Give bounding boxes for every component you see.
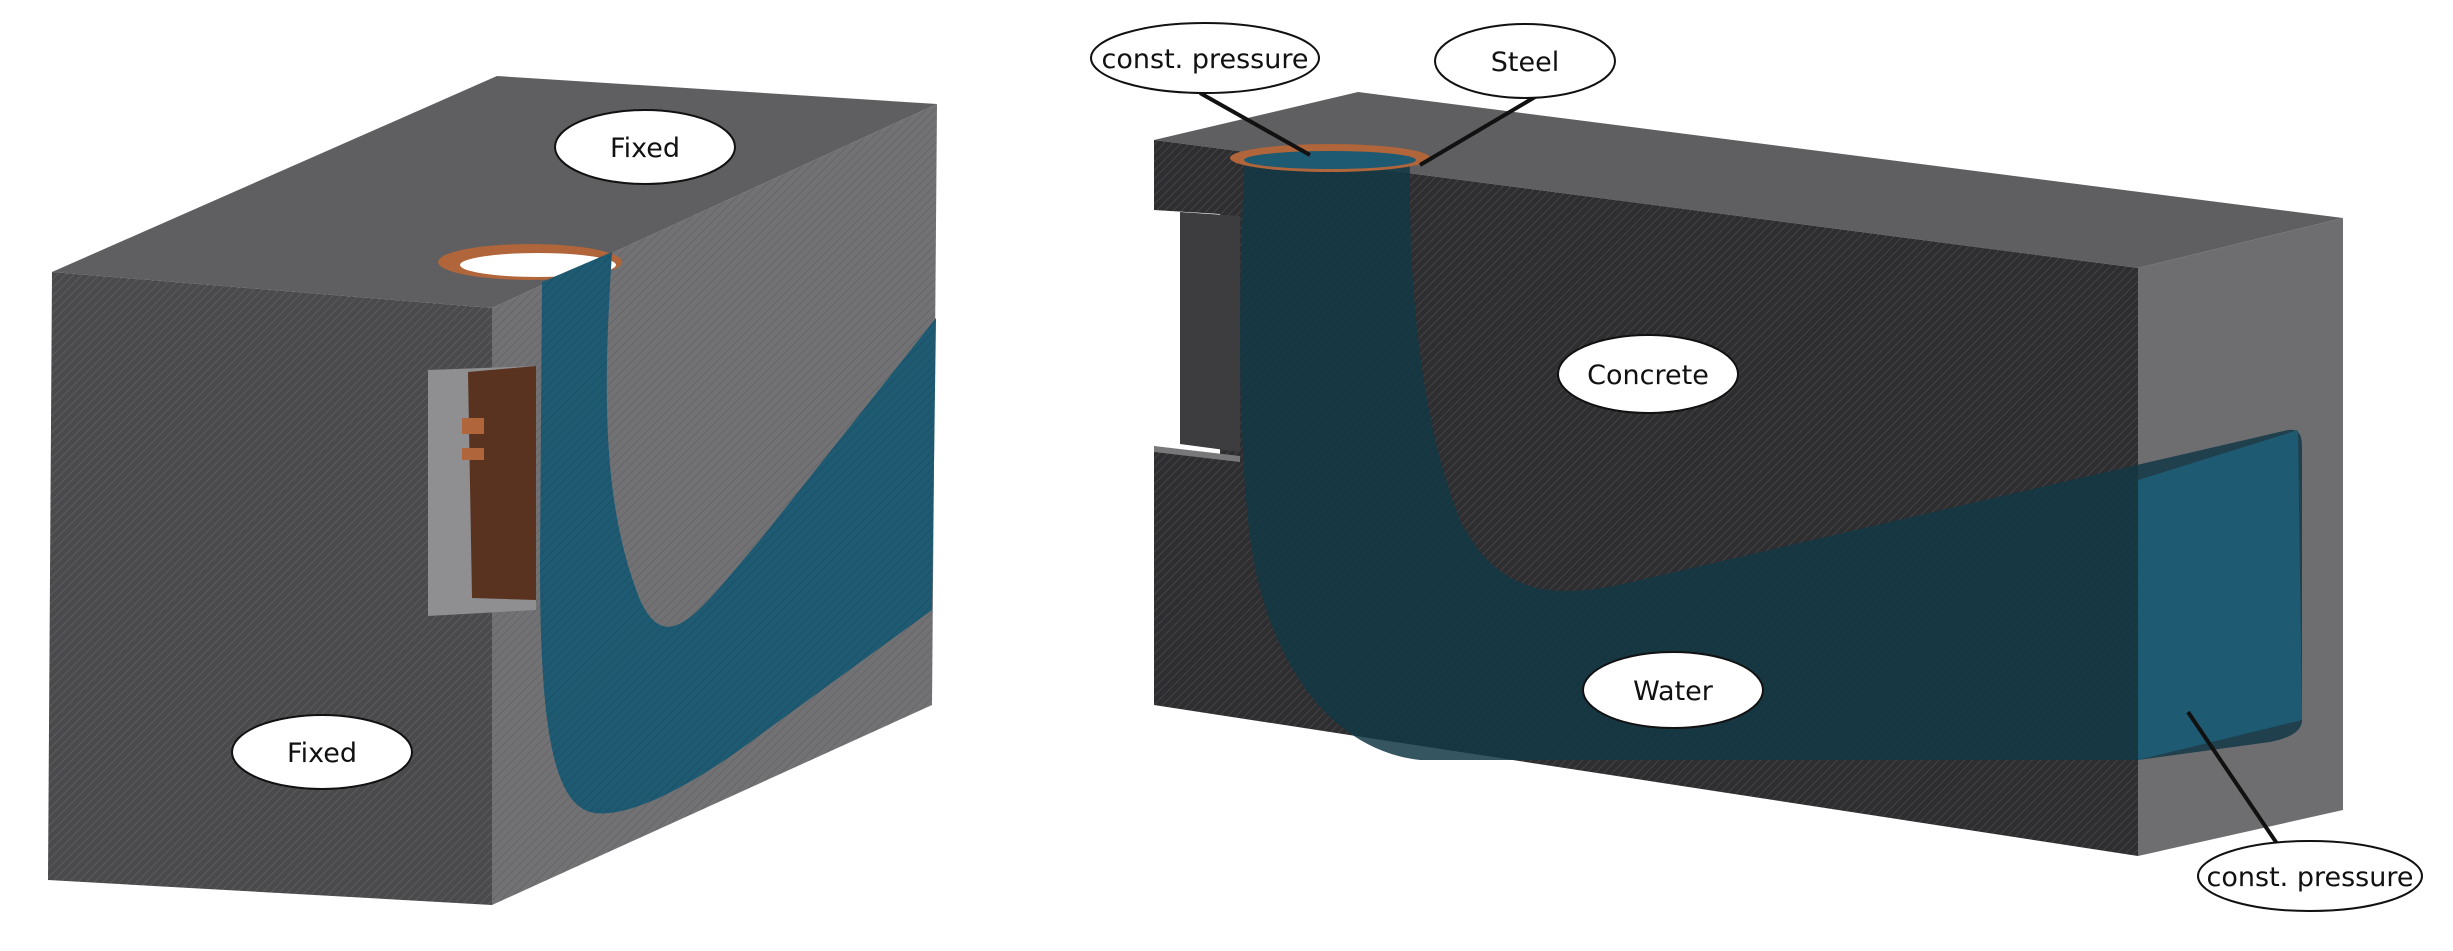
label-steel: Steel bbox=[1434, 23, 1616, 99]
leader-steel bbox=[1418, 95, 1537, 167]
svg-text:Water: Water bbox=[1633, 676, 1714, 707]
label-water: Water bbox=[1582, 651, 1764, 729]
svg-text:Concrete: Concrete bbox=[1587, 360, 1709, 391]
right-model bbox=[1154, 92, 2343, 856]
leader-const-pressure-outlet bbox=[2186, 710, 2282, 850]
svg-text:Fixed: Fixed bbox=[287, 738, 357, 769]
label-const-pressure-outlet: const. pressure bbox=[2197, 840, 2423, 912]
label-const-pressure-top: const. pressure bbox=[1090, 22, 1320, 94]
svg-text:const. pressure: const. pressure bbox=[2207, 862, 2414, 893]
label-fixed-top: Fixed bbox=[554, 109, 736, 185]
label-fixed-front: Fixed bbox=[231, 714, 413, 790]
right-water-body bbox=[1240, 152, 2302, 760]
svg-text:Steel: Steel bbox=[1491, 47, 1559, 78]
leader-const-pressure-top bbox=[1199, 91, 1311, 157]
leader-lines bbox=[1199, 91, 2282, 850]
svg-text:const. pressure: const. pressure bbox=[1102, 44, 1309, 75]
label-concrete: Concrete bbox=[1557, 334, 1739, 414]
right-water-outlet bbox=[2138, 430, 2302, 760]
left-model bbox=[48, 76, 937, 905]
right-top-face bbox=[1154, 92, 2343, 268]
svg-text:Fixed: Fixed bbox=[610, 133, 680, 164]
